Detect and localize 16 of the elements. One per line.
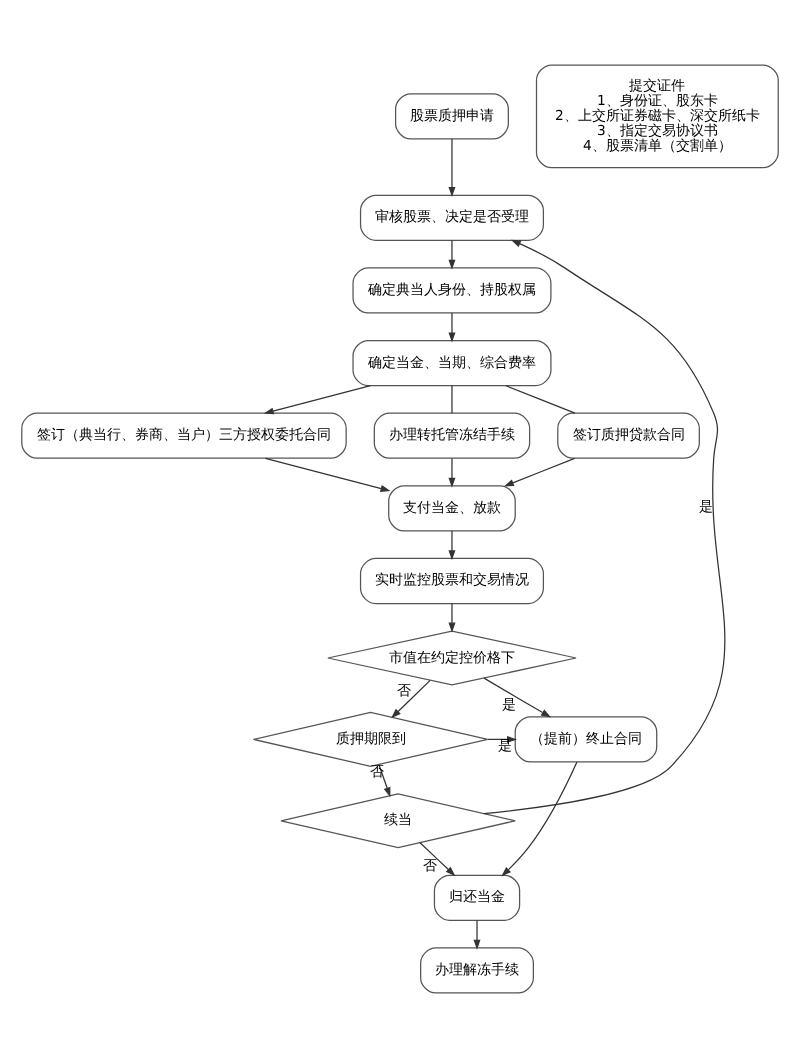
arrow — [448, 311, 456, 342]
arrow — [501, 760, 578, 876]
arrow — [473, 918, 481, 949]
arrow — [419, 841, 456, 876]
arrow — [448, 529, 456, 560]
arrow — [483, 676, 552, 717]
arrow — [263, 384, 372, 414]
arrow — [391, 678, 431, 718]
arrow — [264, 456, 391, 491]
arrow — [448, 602, 456, 632]
arrow — [378, 763, 391, 797]
connector — [451, 384, 453, 413]
arrow — [448, 137, 456, 196]
arrow — [448, 456, 456, 487]
arrow — [503, 456, 576, 486]
arrow — [448, 238, 456, 269]
